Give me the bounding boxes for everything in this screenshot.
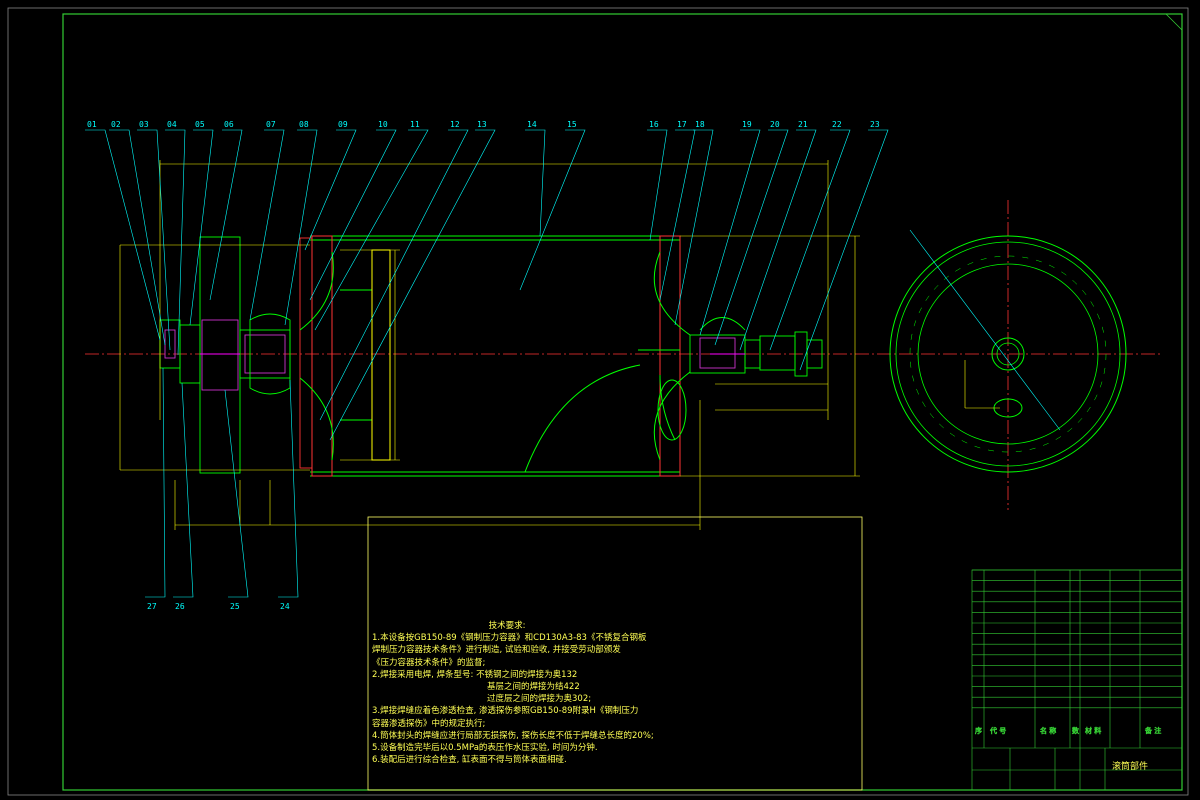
part-number-label: 08 [299,120,309,129]
leader-line [189,129,214,326]
note-line: 1.本设备按GB150-89《钢制压力容器》和CD130A3-83《不锈复合钢板 [372,633,647,644]
title-block-header: 代 号 [990,726,1006,735]
leader-line [304,129,357,251]
part-number-label: 02 [111,120,121,129]
leader-line [145,367,166,598]
leader-line [659,129,696,301]
part-number-label: 22 [832,120,842,129]
part-leaders [85,129,889,598]
leader-line [699,129,761,336]
part-number-label: 15 [567,120,577,129]
note-line: 5.设备制造完毕后以0.5MPa的表压作水压实验, 时间为分钟. [372,743,598,754]
title-block-header: 名 称 [1040,726,1056,735]
leader-line [519,129,586,291]
note-line: 基层之间的焊接为结422 [487,682,580,693]
drawing-title: 滚筒部件 [1112,762,1149,772]
note-line: 《压力容器技术条件》的监督; [372,657,486,668]
leader-line [109,129,166,346]
leader-line [309,129,397,301]
title-block-header: 序 [975,726,982,735]
note-line: 4.筒体封头的焊缝应进行局部无损探伤, 探伤长度不低于焊缝总长度的20%; [372,730,654,741]
part-number-label: 05 [195,120,205,129]
note-line: 过度层之间的焊接为奥302; [487,694,592,705]
leader-line [674,129,714,326]
part-number-label: 06 [224,120,234,129]
part-number-label: 25 [230,602,240,611]
leader-line [714,129,789,346]
leader-line [799,129,889,371]
leader-line [769,129,851,351]
leader-line [278,379,299,598]
leader-line [165,129,186,356]
part-number-label: 20 [770,120,780,129]
notes-title: 技术要求: [488,621,526,631]
part-number-label: 14 [527,120,537,129]
note-line: 容器渗透探伤》中的规定执行; [372,718,486,729]
right-shaft-assembly [638,317,823,377]
part-number-label: 17 [677,120,687,129]
leader-line [224,389,249,598]
technical-notes: 技术要求: 1.本设备按GB150-89《钢制压力容器》和CD130A3-83《… [372,620,702,766]
part-number-label: 07 [266,120,276,129]
leader-line [137,129,171,351]
leader-line [85,129,161,341]
part-number-label: 23 [870,120,880,129]
part-number-label: 13 [477,120,487,129]
part-number-label: 24 [280,602,290,611]
part-number-label: 27 [147,602,157,611]
note-line: 2.焊接采用电焊, 焊条型号: 不锈钢之间的焊接为奥132 [372,669,578,680]
note-line: 3.焊接焊缝应着色渗透检查, 渗透探伤参照GB150-89附录H《钢制压力 [372,706,639,717]
leader-line [314,129,429,331]
part-number-label: 21 [798,120,808,129]
left-hub-assembly [159,236,313,474]
leader-line [284,129,318,326]
part-number-label: 09 [338,120,348,129]
part-number-label: 03 [139,120,149,129]
leader-line [647,129,668,241]
part-number-label: 01 [87,120,97,129]
part-number-label: 12 [450,120,460,129]
part-number-label: 16 [649,120,659,129]
part-number-label: 19 [742,120,752,129]
leader-line [319,129,469,421]
leader-line [173,382,194,598]
title-block: 序代 号 名 称 数材 料 备 注 [971,569,1183,791]
part-number-label: 18 [695,120,705,129]
leader-line [249,129,285,321]
title-block-header: 数 [1072,726,1079,735]
title-block-header: 备 注 [1145,726,1161,735]
end-view [889,200,1127,510]
part-labels: 01 02 03 04 05 06 07 08 09 10 11 12 13 14 15 16 17 18 19 20… [87,120,880,611]
sheet-border [7,7,1189,796]
leader-line [525,129,546,237]
title-block-header: 材 料 [1085,726,1101,735]
part-number-label: 10 [378,120,388,129]
dimension-lines [119,160,860,530]
note-line: 6.装配后进行综合检查, 缸表面不得与筒体表面相碰. [372,755,567,766]
note-line: 焊制压力容器技术条件》进行制造, 试验和验收, 并接受劳动部颁发 [372,645,621,656]
drum-shell [299,235,691,477]
leader-line [739,129,817,351]
leader-line [329,129,496,441]
part-number-label: 04 [167,120,177,129]
notes-frame [367,516,863,791]
leader-line [209,129,243,301]
part-number-label: 11 [410,120,420,129]
part-number-label: 26 [175,602,185,611]
